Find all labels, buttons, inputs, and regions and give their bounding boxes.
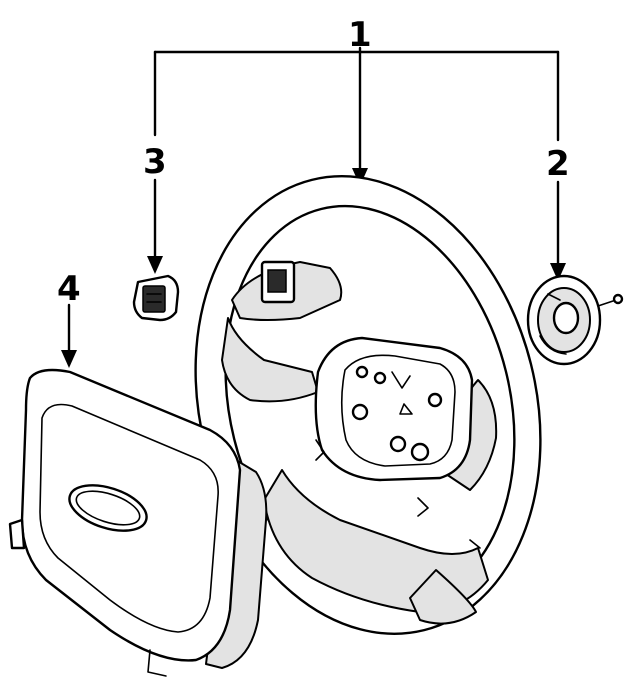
callout-1: 1 <box>348 15 372 55</box>
clock-spring <box>526 274 624 366</box>
callout-3: 3 <box>143 142 167 182</box>
air-bag-module <box>8 368 268 677</box>
callout-2: 2 <box>546 144 570 184</box>
callout-4: 4 <box>57 269 81 309</box>
steering-wheel <box>194 175 542 635</box>
cruise-switch <box>132 274 180 322</box>
